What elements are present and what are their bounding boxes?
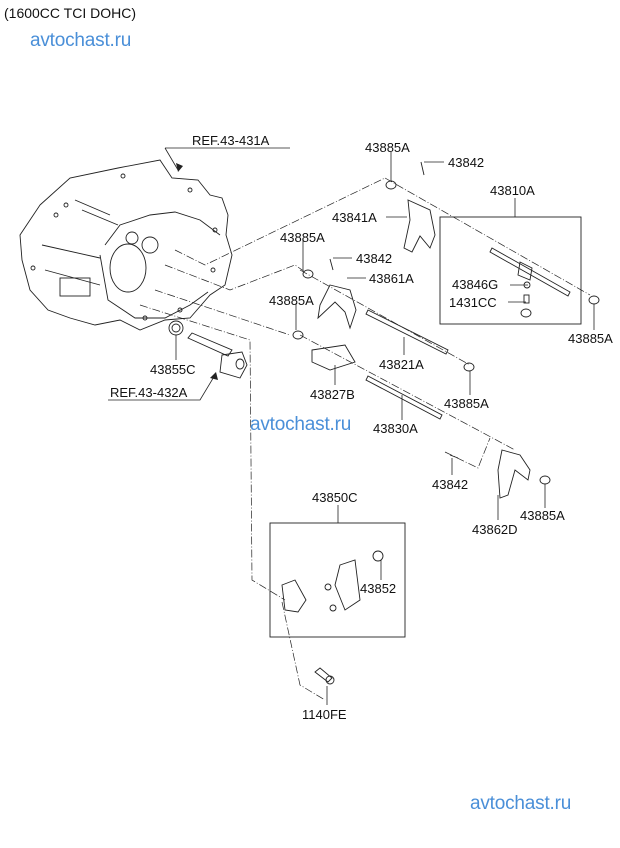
watermark: avtochast.ru: [470, 793, 572, 814]
shift-lug-43827B: [311, 344, 356, 371]
part-label[interactable]: 43885A: [280, 230, 325, 245]
part-label[interactable]: 43862D: [472, 522, 518, 537]
ref-arrow-icon: [210, 372, 218, 380]
part-label[interactable]: 1431CC: [449, 295, 497, 310]
kit-box-43810A: [439, 216, 582, 325]
watermark: avtochast.ru: [250, 414, 352, 435]
shift-rail-43830A: [365, 375, 443, 420]
bracket-assembly-43850C: [281, 550, 384, 613]
kit-box-43850C: [269, 522, 406, 638]
part-label[interactable]: 43885A: [520, 508, 565, 523]
shift-fork-43861A: [317, 284, 357, 330]
part-label[interactable]: 43842: [448, 155, 485, 170]
part-label[interactable]: 43821A: [379, 357, 424, 372]
part-label[interactable]: 43841A: [332, 210, 377, 225]
part-label[interactable]: 43830A: [373, 421, 418, 436]
small-parts-43846G-1431CC: [520, 281, 532, 318]
part-label[interactable]: 43852: [360, 581, 397, 596]
reference-label-shaft[interactable]: REF.43-432A: [110, 385, 188, 400]
part-label[interactable]: 43846G: [452, 277, 499, 292]
part-label[interactable]: 43885A: [568, 331, 613, 346]
shift-fork-43862D: [497, 449, 531, 499]
oil-seal-43855C: [168, 320, 184, 336]
bolt-1140FE: [314, 667, 335, 685]
part-label[interactable]: 43855C: [150, 362, 196, 377]
part-label[interactable]: 43885A: [444, 396, 489, 411]
pins-43842: [329, 161, 459, 459]
shift-rail-43821A: [365, 309, 449, 355]
shift-rail-43810A: [489, 247, 571, 297]
part-label[interactable]: 43810A: [490, 183, 535, 198]
bushings-43885A: [292, 180, 600, 485]
part-label[interactable]: 43885A: [365, 140, 410, 155]
part-label[interactable]: 43827B: [310, 387, 355, 402]
diagram-title: (1600CC TCI DOHC): [4, 5, 136, 21]
part-label[interactable]: 43861A: [369, 271, 414, 286]
shift-shaft-housing: [187, 332, 248, 379]
shift-fork-43841A: [403, 199, 436, 253]
part-label[interactable]: 43885A: [269, 293, 314, 308]
part-label[interactable]: 43842: [432, 477, 469, 492]
reference-label-case[interactable]: REF.43-431A: [192, 133, 270, 148]
watermark: avtochast.ru: [30, 30, 132, 51]
part-label[interactable]: 43850C: [312, 490, 358, 505]
part-label[interactable]: 43842: [356, 251, 393, 266]
ref-arrow-icon: [176, 163, 183, 172]
transmission-case: [19, 159, 233, 331]
part-label[interactable]: 1140FE: [302, 707, 347, 722]
